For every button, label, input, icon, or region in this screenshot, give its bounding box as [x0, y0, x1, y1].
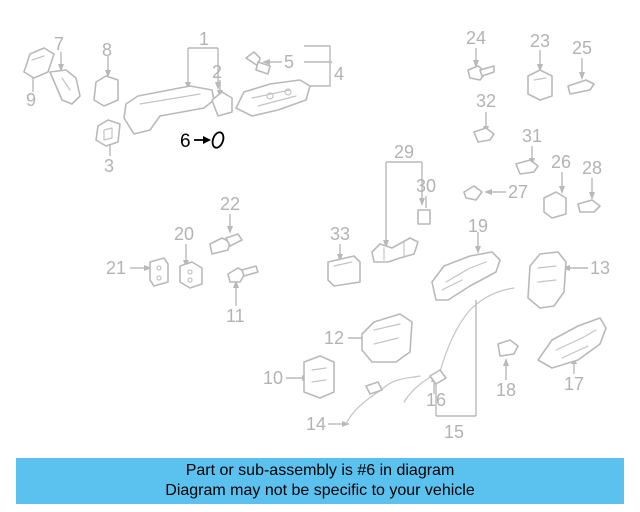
callout-13: 13 — [590, 258, 610, 278]
callout-30: 30 — [416, 176, 436, 196]
callout-27: 27 — [508, 182, 528, 202]
callout-21: 21 — [106, 258, 126, 278]
callout-16: 16 — [426, 390, 446, 410]
callout-4: 4 — [334, 64, 344, 84]
callout-26: 26 — [551, 152, 571, 172]
callout-14: 14 — [306, 414, 326, 434]
banner-line-2: Diagram may not be specific to your vehi… — [165, 482, 475, 499]
callout-18: 18 — [496, 380, 516, 400]
callout-17: 17 — [564, 374, 584, 394]
part-6-arrowhead — [203, 136, 211, 144]
callout-23: 23 — [530, 31, 550, 51]
part-6-o-ring — [211, 131, 225, 149]
callout-5: 5 — [284, 52, 294, 72]
callout-10: 10 — [263, 368, 283, 388]
callout-labels: 1 2 3 4 5 6 7 8 9 10 11 12 13 14 15 16 1… — [26, 28, 610, 442]
callout-25: 25 — [572, 38, 592, 58]
callout-8: 8 — [102, 40, 112, 60]
callout-15: 15 — [444, 422, 464, 442]
callout-28: 28 — [582, 158, 602, 178]
callout-2: 2 — [212, 62, 222, 82]
callout-19: 19 — [468, 216, 488, 236]
part-drawings — [23, 47, 607, 425]
callout-24: 24 — [466, 28, 486, 48]
callout-9: 9 — [26, 90, 36, 110]
callout-6: 6 — [180, 131, 191, 152]
callout-20: 20 — [174, 224, 194, 244]
callout-7: 7 — [54, 34, 64, 54]
highlighted-part-6 — [194, 131, 225, 149]
callout-29: 29 — [394, 142, 414, 162]
callout-32: 32 — [476, 91, 496, 111]
info-banner: Part or sub-assembly is #6 in diagram Di… — [16, 458, 624, 504]
callout-3: 3 — [104, 156, 114, 176]
banner-line-1: Part or sub-assembly is #6 in diagram — [185, 462, 455, 479]
callout-11: 11 — [226, 306, 245, 326]
callout-12: 12 — [324, 328, 344, 348]
callout-33: 33 — [330, 224, 350, 244]
callout-1: 1 — [199, 29, 209, 49]
callout-22: 22 — [220, 194, 240, 214]
callout-31: 31 — [522, 126, 542, 146]
